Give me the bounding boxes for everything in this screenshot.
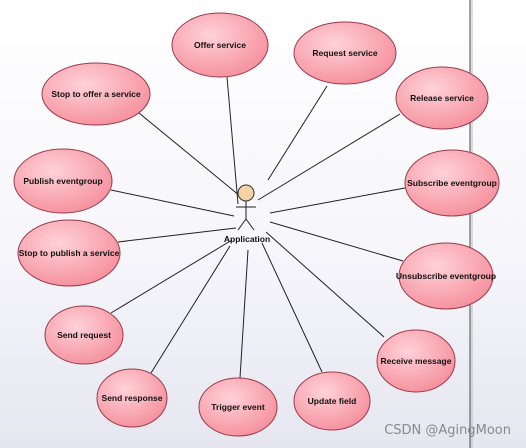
use-case-label: Send request — [57, 330, 111, 340]
association-publish-eventgroup — [110, 189, 235, 217]
association-receive-message — [265, 231, 385, 338]
use-case-ellipse — [41, 62, 151, 126]
use-case-label: Update field — [308, 396, 357, 406]
use-case-label: Receive message — [381, 356, 452, 366]
actor-application[interactable]: Application — [224, 184, 270, 244]
association-subscribe-eventgroup — [269, 187, 406, 214]
association-release-service — [257, 113, 401, 201]
use-case-unsubscribe-eventgroup[interactable]: Unsubscribe eventgroup — [396, 242, 496, 310]
association-update-field — [261, 242, 323, 373]
association-unsubscribe-eventgroup — [269, 221, 404, 262]
use-case-send-request[interactable]: Send request — [44, 305, 124, 365]
use-case-ellipse — [17, 219, 121, 287]
use-case-ellipse — [395, 66, 489, 130]
use-case-release-service[interactable]: Release service — [395, 66, 489, 130]
use-case-label: Stop to publish a service — [19, 248, 120, 258]
use-case-ellipse — [96, 368, 168, 428]
use-case-label: Subscribe eventgroup — [407, 178, 497, 188]
use-case-offer-service[interactable]: Offer service — [171, 12, 269, 78]
use-case-stop-to-offer-a-service[interactable]: Stop to offer a service — [41, 62, 151, 126]
association-stop-to-offer-a-service — [138, 112, 241, 197]
use-case-label: Unsubscribe eventgroup — [396, 271, 496, 281]
use-case-ellipse — [404, 149, 500, 217]
actor-leg-left — [237, 218, 247, 231]
use-case-ellipse — [376, 329, 456, 393]
use-case-ellipse — [293, 371, 371, 431]
association-trigger-event — [239, 249, 249, 379]
use-case-update-field[interactable]: Update field — [293, 371, 371, 431]
use-case-ellipse — [44, 305, 124, 365]
association-stop-to-publish-a-service — [117, 227, 237, 243]
use-case-label: Release service — [410, 93, 474, 103]
association-send-response — [150, 245, 231, 374]
use-case-ellipse — [13, 148, 113, 214]
use-case-subscribe-eventgroup[interactable]: Subscribe eventgroup — [404, 149, 500, 217]
actor-head — [237, 184, 255, 202]
use-case-receive-message[interactable]: Receive message — [376, 329, 456, 393]
actor-label: Application — [224, 234, 270, 244]
use-case-publish-eventgroup[interactable]: Publish eventgroup — [13, 148, 113, 214]
use-case-ellipse — [398, 242, 494, 310]
use-case-trigger-event[interactable]: Trigger event — [198, 377, 278, 437]
use-case-label: Stop to offer a service — [51, 89, 141, 99]
use-case-ellipse — [198, 377, 278, 437]
association-request-service — [267, 85, 328, 181]
actor-leg-right — [245, 218, 255, 231]
use-case-label: Send response — [102, 393, 163, 403]
use-case-ellipse — [171, 12, 269, 78]
use-case-ellipse — [293, 21, 397, 85]
use-case-label: Offer service — [194, 40, 246, 50]
use-case-label: Request service — [312, 48, 377, 58]
association-offer-service — [226, 76, 239, 205]
use-case-label: Trigger event — [211, 402, 265, 412]
use-case-label: Publish eventgroup — [23, 176, 102, 186]
association-send-request — [110, 239, 233, 314]
use-case-request-service[interactable]: Request service — [293, 21, 397, 85]
association-lines — [110, 76, 406, 379]
use-case-stop-to-publish-a-service[interactable]: Stop to publish a service — [17, 219, 121, 287]
use-case-send-response[interactable]: Send response — [96, 368, 168, 428]
watermark: CSDN @AgingMoon — [384, 423, 511, 438]
